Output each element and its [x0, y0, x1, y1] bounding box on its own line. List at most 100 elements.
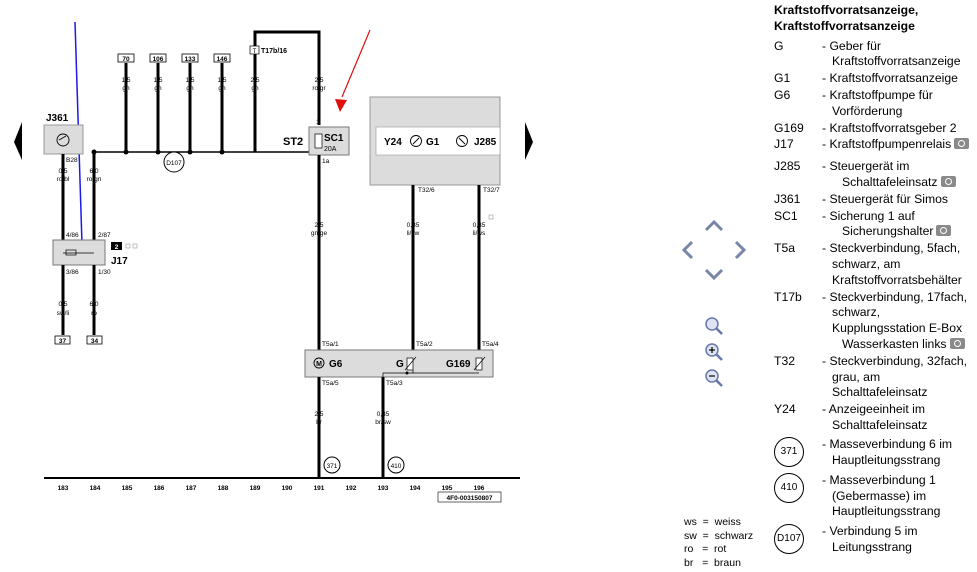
svg-text:gn/ge: gn/ge [311, 230, 328, 237]
column-number: 192 [346, 485, 357, 492]
svg-text:li/ws: li/ws [473, 230, 486, 237]
column-number: 189 [250, 485, 261, 492]
legend-code: G1 [774, 71, 791, 86]
svg-text:gn: gn [122, 85, 130, 92]
relay-j17-box [52, 239, 106, 266]
column-number: 193 [378, 485, 389, 492]
diagram-reference-code: 4F0-003150807 [447, 495, 493, 502]
svg-text:1,5: 1,5 [217, 77, 226, 84]
svg-text:ro: ro [91, 310, 97, 317]
svg-text:1a: 1a [322, 158, 330, 165]
legend-item: G169- Kraftstoffvorratsgeber 2 [774, 120, 957, 135]
svg-text:0,35: 0,35 [473, 222, 486, 229]
j361-label: J361 [46, 113, 69, 124]
zoom-icon[interactable] [705, 317, 723, 335]
svg-text:T5a/5: T5a/5 [322, 380, 339, 387]
legend-title: Kraftstoffvorratsanzeige, Kraftstoffvorr… [774, 3, 919, 33]
ground-410-label: 410 [391, 463, 402, 470]
color-abbreviations: ws = weiss sw = schwarz ro = rot br = br… [684, 516, 754, 569]
svg-text:B28: B28 [66, 157, 78, 164]
svg-text:gn: gn [251, 85, 259, 92]
ground-symbol: 410 [774, 472, 804, 503]
svg-text:2,5: 2,5 [314, 77, 323, 84]
annotation-arrow-red [341, 29, 371, 98]
svg-text:2,5: 2,5 [314, 222, 323, 229]
column-number: 196 [474, 485, 485, 492]
navigation-controls [681, 219, 747, 387]
pan-right-icon[interactable] [734, 240, 747, 260]
svg-text:gn: gn [154, 85, 162, 92]
svg-text:sw/li: sw/li [57, 310, 70, 317]
svg-text:0,5: 0,5 [58, 301, 67, 308]
svg-text:6,0: 6,0 [89, 301, 98, 308]
svg-text:1,5: 1,5 [153, 77, 162, 84]
svg-text:li/sw: li/sw [407, 230, 420, 237]
top-ref-133: 133 [185, 56, 196, 63]
legend-item: J17- Kraftstoffpumpenrelais [774, 137, 974, 153]
legend-code: J17 [774, 137, 794, 152]
column-number: 185 [122, 485, 133, 492]
svg-text:1,5: 1,5 [121, 77, 130, 84]
j285-label: J285 [474, 137, 497, 148]
svg-text:T5a/4: T5a/4 [482, 341, 499, 348]
column-number: 194 [410, 485, 421, 492]
svg-text:M: M [316, 361, 322, 368]
legend-code: T5a [774, 241, 796, 256]
svg-text:20A: 20A [324, 146, 337, 153]
zoom-in-icon[interactable] [705, 343, 723, 361]
column-number: 190 [282, 485, 293, 492]
ground-371-label: 371 [327, 463, 338, 470]
svg-text:1: 1 [316, 119, 320, 126]
legend-code: J285 [774, 159, 801, 174]
pan-up-icon[interactable] [704, 219, 724, 232]
legend-code: Y24 [774, 402, 796, 417]
pan-left-icon[interactable] [681, 240, 694, 260]
svg-text:ro/gr: ro/gr [312, 85, 326, 92]
previous-page-arrow[interactable] [14, 122, 22, 160]
svg-text:T32/6: T32/6 [418, 187, 435, 194]
column-number: 191 [314, 485, 325, 492]
ref-34: 34 [91, 338, 99, 345]
legend-item: G1- Kraftstoffvorratsanzeige [774, 71, 958, 86]
column-number: 188 [218, 485, 229, 492]
pan-down-icon[interactable] [704, 268, 724, 281]
svg-text:T5a/1: T5a/1 [322, 341, 339, 348]
legend-code: G [774, 38, 784, 53]
svg-text:0,35: 0,35 [377, 411, 390, 418]
y24-label: Y24 [384, 137, 402, 148]
g6-label: G6 [329, 359, 343, 370]
camera-icon[interactable] [940, 175, 956, 187]
column-number: 184 [90, 485, 101, 492]
column-number: 187 [186, 485, 197, 492]
svg-text:T32/7: T32/7 [483, 187, 500, 194]
j17-label: J17 [111, 256, 128, 267]
legend-code: J361 [774, 191, 801, 206]
ground-symbol: D107 [774, 524, 804, 555]
svg-text:gn: gn [186, 85, 194, 92]
next-page-arrow[interactable] [525, 122, 533, 160]
svg-text:6,0: 6,0 [89, 168, 98, 175]
legend-code: G169 [774, 120, 804, 135]
legend-item: T17b- Steckverbindung, 17fach,schwarz,Ku… [774, 289, 967, 351]
g169-label: G169 [446, 359, 471, 370]
camera-icon[interactable] [936, 225, 952, 237]
fuse-holder-label: ST2 [283, 136, 303, 148]
column-number: 183 [58, 485, 69, 492]
legend-code: G6 [774, 87, 791, 102]
svg-text:1,5: 1,5 [185, 77, 194, 84]
g-label: G [396, 359, 404, 370]
zoom-out-icon[interactable] [705, 369, 723, 387]
camera-icon[interactable] [949, 337, 965, 349]
connector-t17b-label: T17b/16 [261, 48, 287, 55]
svg-text:gn: gn [218, 85, 226, 92]
svg-text:2,5: 2,5 [314, 411, 323, 418]
column-number: 186 [154, 485, 165, 492]
camera-icon[interactable] [954, 138, 970, 150]
